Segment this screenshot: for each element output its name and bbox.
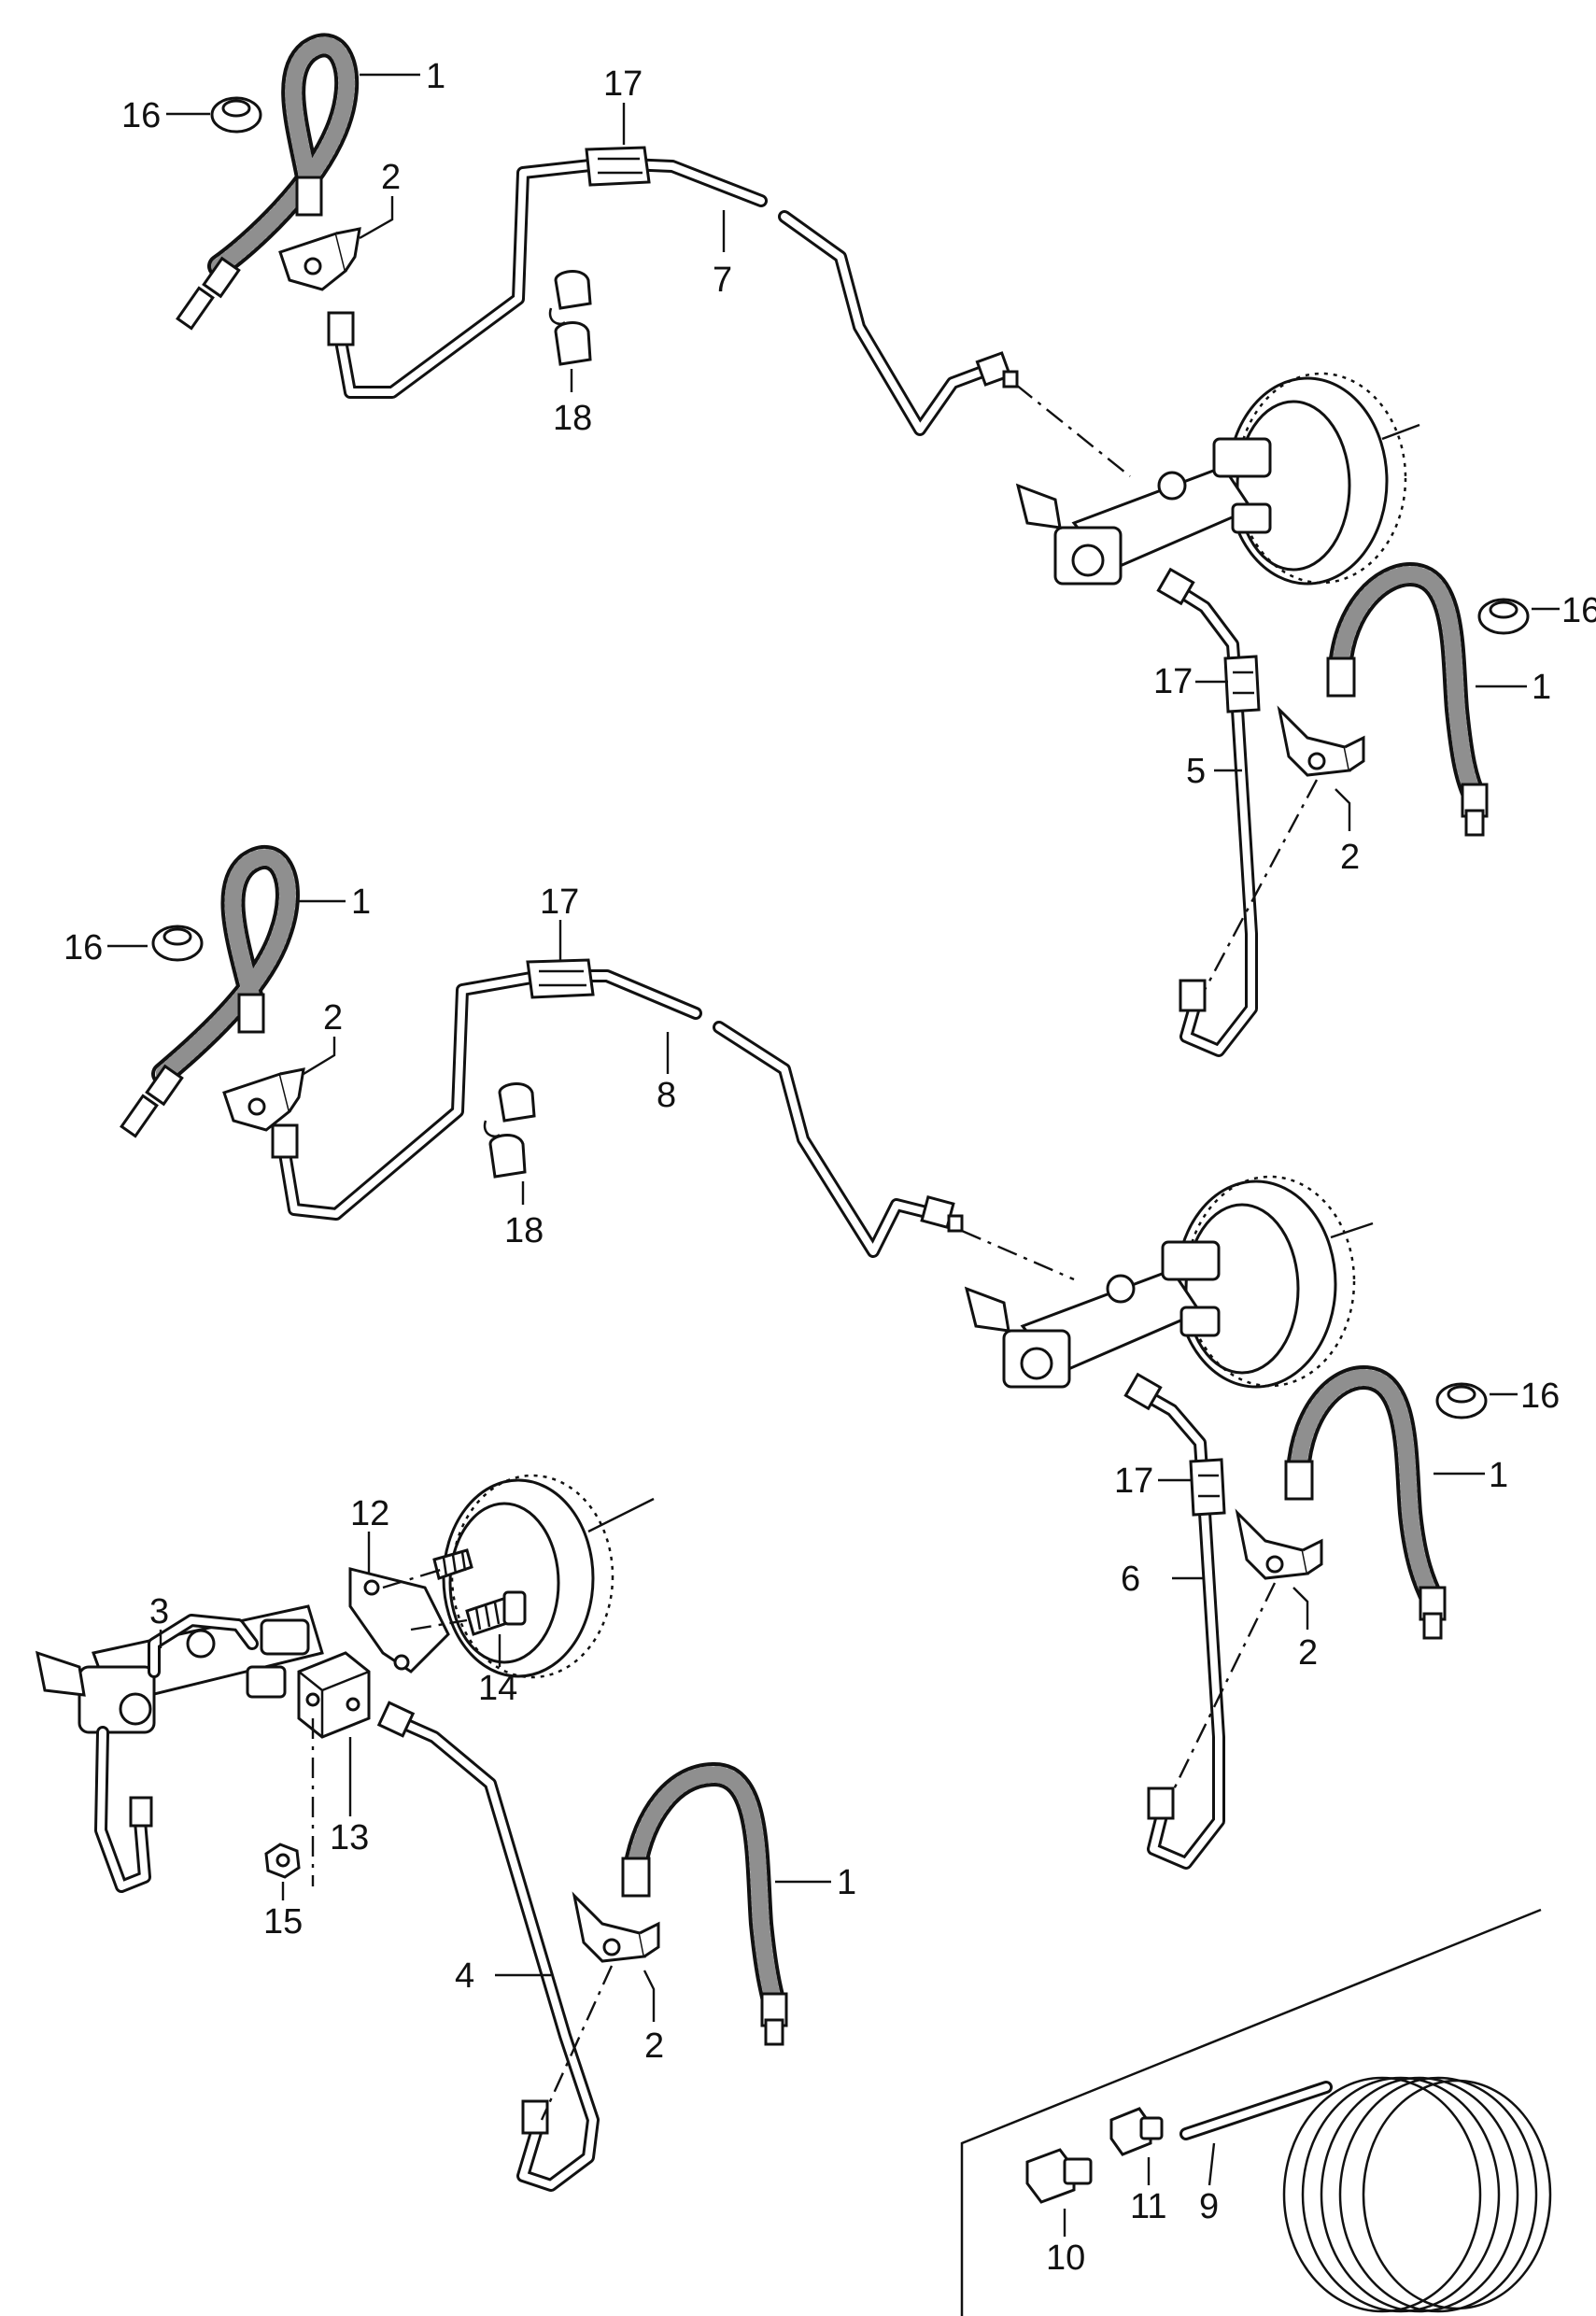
label-part-1-bottom: 1 (837, 1863, 856, 1902)
label-part-18-top: 18 (553, 399, 592, 438)
bracket-clip-middle-right (1235, 1508, 1323, 1580)
assembly-bottom (35, 1474, 788, 2192)
label-part-2-bottom: 2 (644, 2026, 664, 2066)
brake-booster-top (1226, 372, 1420, 586)
label-part-17-middle-upper: 17 (540, 883, 579, 922)
brake-pipe-3 (94, 1614, 259, 1893)
brake-hose-bottom (621, 1762, 788, 2046)
sleeve-middle-lower (1189, 1458, 1226, 1517)
brake-hose-top-left (176, 33, 360, 331)
label-part-5: 5 (1186, 752, 1206, 791)
brake-pipe-7 (327, 157, 1019, 436)
label-part-16-middle-left: 16 (64, 928, 103, 967)
brake-hose-middle-right (1284, 1365, 1447, 1640)
label-part-2-middle-right: 2 (1298, 1633, 1318, 1673)
union-nut-11 (1109, 2107, 1164, 2156)
grommet-top-left (210, 96, 262, 134)
repair-kit-inset (960, 1908, 1552, 2316)
label-part-1-top-right: 1 (1532, 668, 1551, 707)
brake-booster-middle (1175, 1175, 1374, 1389)
grommet-top-right (1477, 598, 1530, 635)
union-nut-10 (1025, 2148, 1093, 2204)
label-part-10: 10 (1046, 2238, 1085, 2278)
pipe-holder-top (548, 270, 592, 366)
bracket-clip-top-right (1277, 705, 1365, 777)
grommet-middle-left (151, 925, 204, 962)
label-part-3: 3 (149, 1592, 169, 1631)
label-part-18-middle: 18 (504, 1211, 544, 1250)
sleeve-middle-upper (526, 958, 595, 999)
label-part-1-middle-right: 1 (1489, 1456, 1508, 1495)
label-part-1-top-left: 1 (426, 57, 445, 96)
label-part-15: 15 (263, 1902, 303, 1942)
label-part-11: 11 (1130, 2187, 1166, 2226)
label-part-17-top-lower: 17 (1153, 662, 1193, 701)
label-part-9: 9 (1199, 2187, 1219, 2226)
brake-booster-bottom (442, 1474, 655, 1679)
nut-15 (264, 1843, 301, 1879)
sleeve-top-upper (585, 146, 651, 187)
label-part-17-middle-lower: 17 (1114, 1462, 1153, 1501)
label-part-16-middle-right: 16 (1520, 1377, 1560, 1416)
distribution-block-13 (297, 1651, 371, 1739)
brake-hose-middle-left (120, 845, 300, 1138)
assembly-top (176, 33, 1530, 1057)
label-part-2-middle-left: 2 (323, 998, 343, 1038)
label-part-1-middle-left: 1 (351, 883, 371, 922)
leader-lines (107, 73, 1560, 2237)
label-part-8: 8 (657, 1076, 676, 1115)
label-part-16-top-left: 16 (121, 96, 161, 135)
mounting-plate-12 (348, 1567, 450, 1673)
brake-pipe-6 (1123, 1372, 1225, 1870)
label-part-6: 6 (1121, 1560, 1140, 1599)
assembly-middle (120, 845, 1488, 1870)
bracket-clip-top-left (278, 227, 361, 291)
label-part-7: 7 (713, 261, 732, 300)
label-part-14: 14 (478, 1669, 517, 1708)
label-part-4: 4 (455, 1956, 474, 1996)
brake-pipe-4 (376, 1701, 600, 2192)
bracket-clip-bottom (572, 1891, 660, 1963)
label-part-13: 13 (330, 1818, 369, 1857)
coiled-pipe-9 (1179, 2076, 1552, 2313)
master-cylinder-top (1015, 437, 1272, 586)
part-labels: 1 16 2 17 7 18 17 5 2 1 16 1 16 2 17 8 1… (64, 57, 1596, 2278)
brake-pipe-8 (271, 969, 964, 1258)
pipe-holder-middle (483, 1082, 536, 1179)
sleeve-top-lower (1223, 655, 1261, 713)
brake-hose-top-right (1326, 562, 1489, 837)
bolt-14 (465, 1590, 527, 1636)
stud-bolt (432, 1548, 473, 1580)
label-part-12: 12 (350, 1494, 389, 1533)
label-part-17-top-upper: 17 (603, 64, 643, 104)
brake-pipe-5 (1156, 567, 1258, 1057)
bracket-clip-middle-left (222, 1067, 305, 1132)
label-part-2-top-left: 2 (381, 158, 401, 197)
label-part-16-top-right: 16 (1561, 591, 1596, 630)
grommet-middle-right (1435, 1382, 1488, 1419)
label-part-2-top-right: 2 (1340, 838, 1360, 877)
master-cylinder-middle (964, 1240, 1221, 1389)
